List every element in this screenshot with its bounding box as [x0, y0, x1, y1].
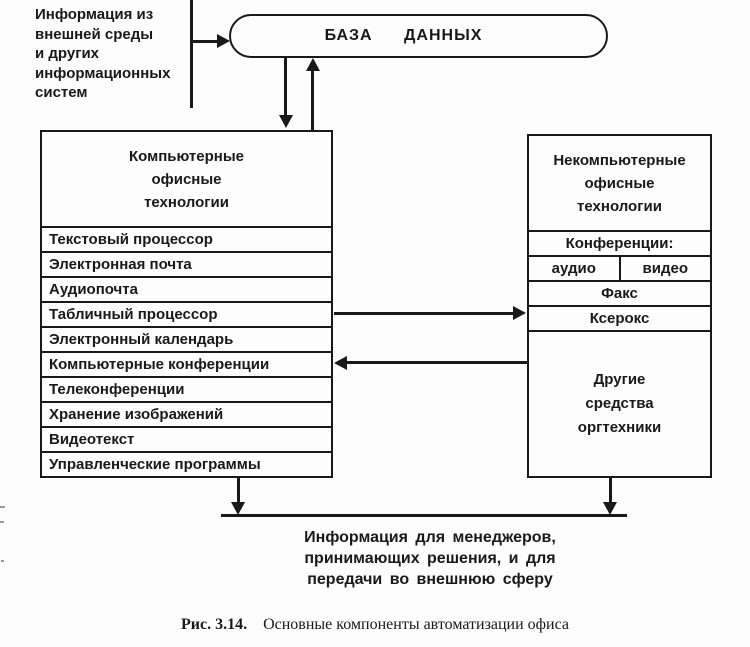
- arrow-db-to-computer-shaft: [284, 58, 287, 117]
- list-item: Компьютерные конференции: [42, 351, 331, 376]
- arrow-computer-to-output-shaft: [237, 478, 240, 505]
- arrow-external-to-db-shaft: [192, 40, 219, 43]
- list-item: Электронная почта: [42, 251, 331, 276]
- scan-artifact: [0, 521, 4, 523]
- arrow-left-to-right-head-icon: [513, 306, 526, 320]
- list-item: Аудиопочта: [42, 276, 331, 301]
- list-item: Электронный календарь: [42, 326, 331, 351]
- conferences-row: Конференции:: [529, 230, 710, 255]
- arrow-left-to-right-shaft: [334, 312, 515, 315]
- other-equipment-section: Другие средства оргтехники: [529, 330, 710, 476]
- fax-row: Факс: [529, 280, 710, 305]
- arrow-computer-to-db-shaft: [311, 70, 314, 130]
- computer-technologies-box: Компьютерные офисные технологии Текстовы…: [40, 130, 333, 478]
- audio-video-row: аудио видео: [529, 255, 710, 280]
- figure-caption: Рис. 3.14. Основные компоненты автоматиза…: [0, 616, 750, 634]
- arrow-db-to-computer-head-icon: [279, 115, 293, 128]
- scan-artifact: [1, 560, 4, 562]
- scan-artifact: [0, 506, 5, 508]
- arrow-noncomputer-to-output-head-icon: [603, 502, 617, 515]
- computer-technologies-title: Компьютерные офисные технологии: [129, 147, 244, 211]
- list-item: Телеконференции: [42, 376, 331, 401]
- arrow-right-to-left-shaft: [346, 361, 527, 364]
- list-item: Текстовый процессор: [42, 226, 331, 251]
- external-information-note: Информация из внешней среды и других инф…: [35, 6, 171, 101]
- output-information-note: Информация для менеджеров, принимающих р…: [304, 529, 556, 588]
- list-item: Управленческие программы: [42, 451, 331, 476]
- database-node: БАЗА ДАННЫХ: [229, 14, 608, 58]
- list-item: Видеотекст: [42, 426, 331, 451]
- audio-cell: аудио: [529, 257, 621, 280]
- arrow-computer-to-db-head-icon: [306, 58, 320, 71]
- copier-row: Ксерокс: [529, 305, 710, 330]
- arrow-right-to-left-head-icon: [334, 356, 347, 370]
- arrow-noncomputer-to-output-shaft: [609, 478, 612, 505]
- noncomputer-technologies-box: Некомпьютерные офисные технологии Конфер…: [527, 134, 712, 478]
- noncomputer-technologies-title: Некомпьютерные офисные технологии: [553, 151, 686, 215]
- video-cell: видео: [642, 260, 688, 277]
- external-source-line: [190, 0, 193, 108]
- list-item: Хранение изображений: [42, 401, 331, 426]
- list-item: Табличный процессор: [42, 301, 331, 326]
- figure-number: Рис. 3.14.: [180, 616, 248, 633]
- arrow-external-to-db-head-icon: [217, 34, 230, 48]
- arrow-computer-to-output-head-icon: [231, 502, 245, 515]
- database-label: БАЗА ДАННЫХ: [324, 27, 483, 44]
- figure-caption-text: Основные компоненты автоматизации офиса: [263, 616, 570, 633]
- output-line: [221, 514, 627, 517]
